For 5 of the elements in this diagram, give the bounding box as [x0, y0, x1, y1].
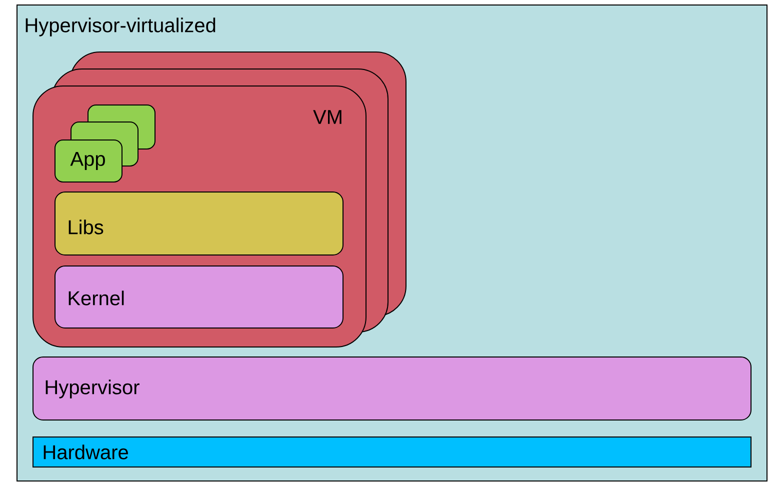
- libs-layer: Libs: [54, 192, 344, 256]
- hardware-bar: Hardware: [32, 436, 752, 468]
- app-box: App: [54, 140, 122, 182]
- hypervisor-layer: Hypervisor: [32, 356, 752, 420]
- kernel-layer: Kernel: [54, 266, 344, 328]
